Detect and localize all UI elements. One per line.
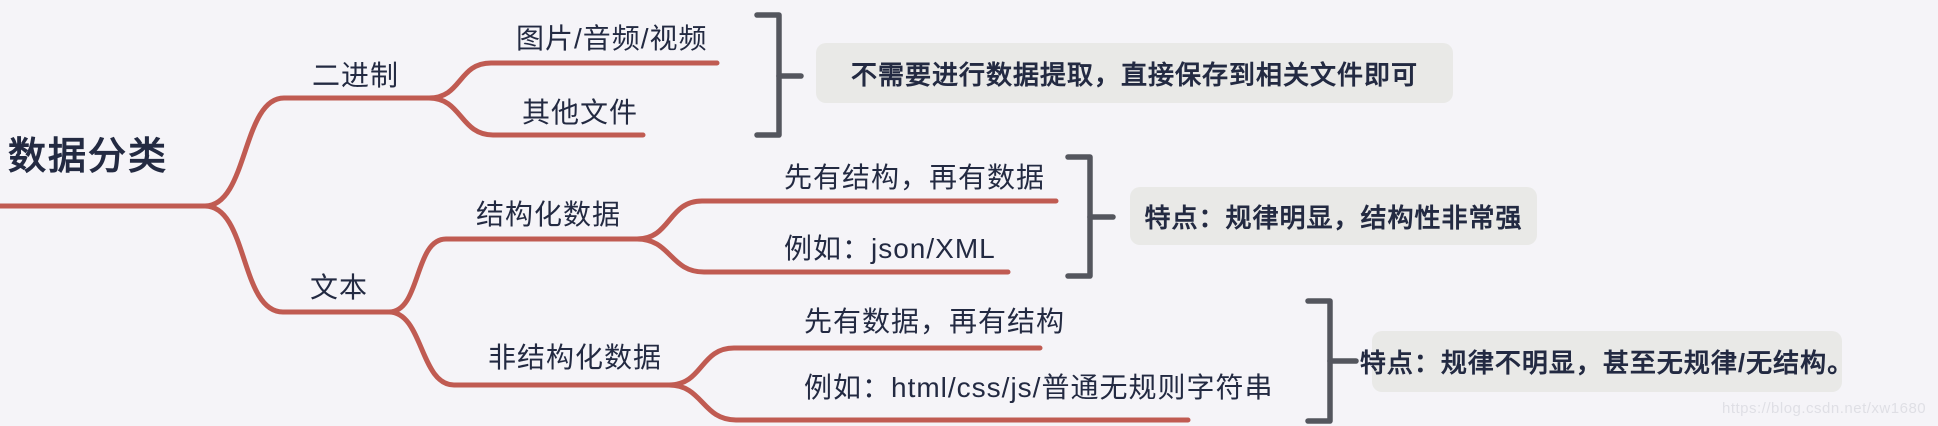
note-structured[interactable]: 特点：规律明显，结构性非常强	[1130, 187, 1537, 245]
node-unstructured-point2[interactable]: 例如：html/css/js/普通无规则字符串	[804, 372, 1274, 403]
structured-point2-line	[634, 236, 1011, 275]
node-text[interactable]: 文本	[310, 272, 369, 303]
node-binary-media[interactable]: 图片/音频/视频	[516, 23, 708, 54]
structured-point1-line	[634, 198, 1059, 242]
binary-bracket	[754, 12, 782, 138]
node-structured[interactable]: 结构化数据	[476, 199, 622, 230]
note-binary[interactable]: 不需要进行数据提取，直接保存到相关文件即可	[816, 43, 1453, 103]
grouping-brackets	[754, 12, 1359, 424]
binary-media-line	[426, 60, 720, 101]
node-binary-other[interactable]: 其他文件	[522, 97, 639, 128]
node-binary[interactable]: 二进制	[312, 60, 400, 91]
watermark-url: https://blog.csdn.net/xw1680	[1722, 400, 1927, 417]
branch-lines	[0, 60, 1191, 423]
binary-branch-line	[202, 95, 434, 209]
binary-other-line	[426, 95, 646, 138]
note-unstructured[interactable]: 特点：规律不明显，甚至无规律/无结构。	[1360, 331, 1853, 392]
unstructured-branch-line	[386, 309, 674, 388]
node-structured-point1[interactable]: 先有结构，再有数据	[784, 162, 1046, 193]
node-unstructured[interactable]: 非结构化数据	[488, 342, 663, 373]
structured-bracket	[1065, 154, 1093, 279]
node-unstructured-point1[interactable]: 先有数据，再有结构	[804, 306, 1066, 337]
unstructured-bracket	[1305, 298, 1333, 424]
unstructured-point1-line	[666, 345, 1043, 388]
node-structured-point2[interactable]: 例如：json/XML	[784, 233, 996, 264]
node-root[interactable]: 数据分类	[8, 136, 169, 178]
unstructured-point2-line	[666, 382, 1191, 423]
text-branch-line	[202, 203, 394, 315]
structured-branch-line	[386, 236, 642, 315]
